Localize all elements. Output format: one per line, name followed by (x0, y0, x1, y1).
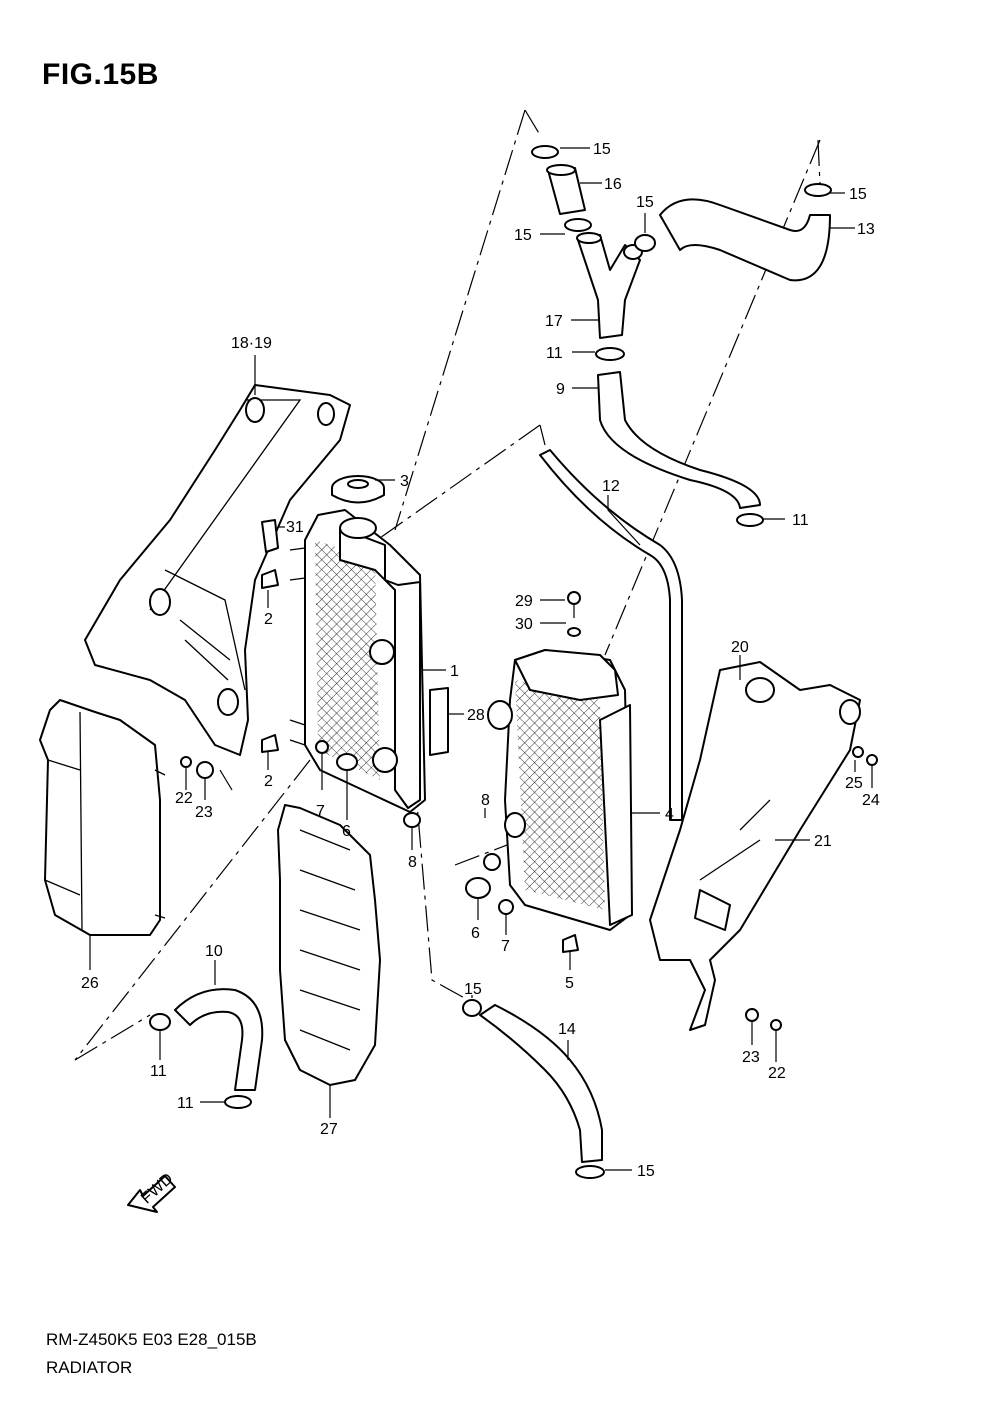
radiator-cap (331, 475, 385, 504)
callout-14: 14 (558, 1021, 576, 1038)
fwd-arrow-icon: FWD (127, 1170, 176, 1213)
callout-17: 17 (545, 313, 563, 330)
callout-15: 15 (464, 981, 482, 998)
callout-22: 22 (175, 790, 193, 807)
callout-2: 2 (264, 773, 273, 790)
callout-11: 11 (150, 1063, 167, 1080)
leader-lines (89, 147, 873, 1171)
callout-10: 10 (205, 943, 223, 960)
callout-15: 15 (514, 227, 532, 244)
callout-27: 27 (320, 1121, 338, 1138)
small-fittings (261, 519, 449, 756)
callout-15: 15 (636, 194, 654, 211)
callout-18-19: 18·19 (231, 335, 272, 352)
radiator-right (465, 591, 633, 953)
callout-24: 24 (862, 792, 880, 809)
callout-16: 16 (604, 176, 622, 193)
figure-name: RADIATOR (46, 1358, 133, 1377)
callout-11: 11 (177, 1095, 194, 1112)
callout-labels: 15 16 15 15 15 13 17 11 9 11 12 18·19 3 … (81, 141, 880, 1180)
callout-11: 11 (546, 345, 563, 362)
callout-6: 6 (342, 823, 351, 840)
radiator-shroud-right (649, 661, 878, 1031)
callout-7: 7 (316, 803, 325, 820)
figure-code: RM-Z450K5 E03 E28_015B (46, 1330, 257, 1349)
radiator-left (289, 509, 426, 813)
callout-2: 2 (264, 611, 273, 628)
callout-25: 25 (845, 775, 863, 792)
radiator-louver-26 (39, 699, 166, 936)
callout-8: 8 (408, 854, 417, 871)
figure-title: FIG.15B (42, 58, 159, 91)
callout-15: 15 (637, 1163, 655, 1180)
callout-15: 15 (593, 141, 611, 158)
callout-11: 11 (792, 512, 809, 529)
callout-13: 13 (857, 221, 875, 238)
callout-20: 20 (731, 639, 749, 656)
callout-21: 21 (814, 833, 832, 850)
hose-clamps (149, 145, 832, 1179)
callout-30: 30 (515, 616, 533, 633)
callout-8: 8 (481, 792, 490, 809)
callout-26: 26 (81, 975, 99, 992)
callout-7: 7 (501, 938, 510, 955)
callout-28: 28 (467, 707, 485, 724)
callout-6: 6 (471, 925, 480, 942)
callout-31: 31 (286, 519, 304, 536)
radiator-shroud-left (84, 384, 351, 756)
callout-15: 15 (849, 186, 867, 203)
callout-22: 22 (768, 1065, 786, 1082)
callout-29: 29 (515, 593, 533, 610)
callout-3: 3 (400, 473, 409, 490)
callout-1: 1 (450, 663, 459, 680)
callout-5: 5 (565, 975, 574, 992)
callout-23: 23 (742, 1049, 760, 1066)
callout-12: 12 (602, 478, 620, 495)
callout-9: 9 (556, 381, 565, 398)
radiator-louver-27 (277, 804, 381, 1086)
callout-23: 23 (195, 804, 213, 821)
grommets-left (180, 740, 421, 828)
hoses (174, 164, 831, 1163)
callout-4: 4 (665, 806, 674, 823)
